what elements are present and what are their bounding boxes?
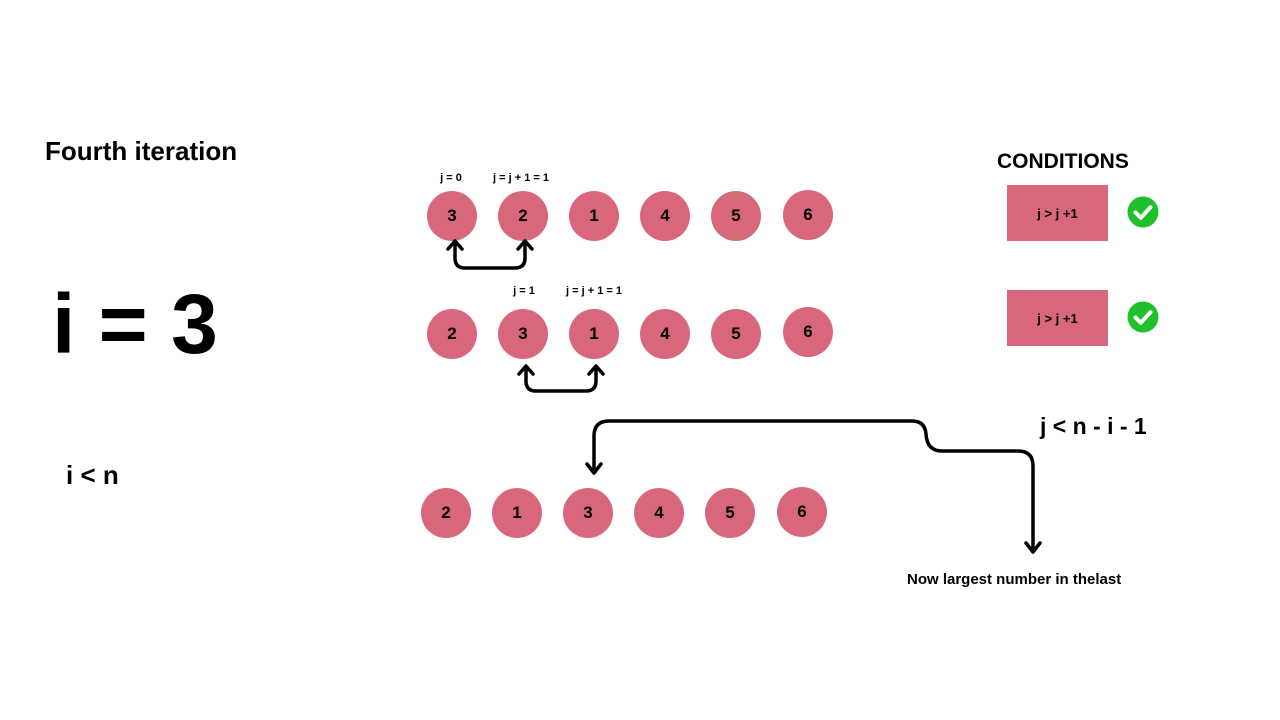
- array-element: 1: [569, 309, 619, 359]
- array-element: 5: [705, 488, 755, 538]
- arrowhead: [587, 364, 605, 376]
- conditions-heading: CONDITIONS: [997, 150, 1129, 173]
- array-element: 4: [640, 309, 690, 359]
- arrowhead: [516, 239, 534, 251]
- page-title: Fourth iteration: [45, 136, 238, 166]
- swap-arrow: [524, 365, 598, 393]
- index-label-j-plus-1: j = j + 1 = 1: [493, 172, 549, 184]
- array-element: 1: [569, 191, 619, 241]
- swap-arrow: [453, 240, 527, 270]
- array-element: 6: [783, 190, 833, 240]
- index-label-j: j = 0: [440, 172, 462, 184]
- array-element: 2: [498, 191, 548, 241]
- condition-box: j > j +1: [1007, 185, 1108, 241]
- array-element: 1: [492, 488, 542, 538]
- array-element: 6: [783, 307, 833, 357]
- index-label-j-plus-1: j = j + 1 = 1: [566, 285, 622, 297]
- array-element: 3: [427, 191, 477, 241]
- arrowhead: [585, 462, 603, 475]
- array-element: 6: [777, 487, 827, 537]
- arrowhead: [517, 364, 535, 376]
- condition-box: j > j +1: [1007, 290, 1108, 346]
- inner-loop-condition: j < n - i - 1: [1040, 413, 1147, 439]
- arrowhead: [446, 239, 464, 251]
- outer-loop-variable: i = 3: [52, 277, 218, 371]
- array-element: 4: [634, 488, 684, 538]
- outer-loop-condition: i < n: [66, 460, 119, 490]
- array-element: 5: [711, 191, 761, 241]
- check-icon: [1127, 301, 1159, 333]
- result-note: Now largest number in thelast: [907, 571, 1122, 588]
- array-element: 2: [421, 488, 471, 538]
- check-icon: [1127, 196, 1159, 228]
- index-label-j: j = 1: [513, 285, 535, 297]
- array-element: 4: [640, 191, 690, 241]
- array-element: 3: [498, 309, 548, 359]
- array-element: 3: [563, 488, 613, 538]
- array-element: 2: [427, 309, 477, 359]
- arrowhead: [1024, 541, 1042, 554]
- array-element: 5: [711, 309, 761, 359]
